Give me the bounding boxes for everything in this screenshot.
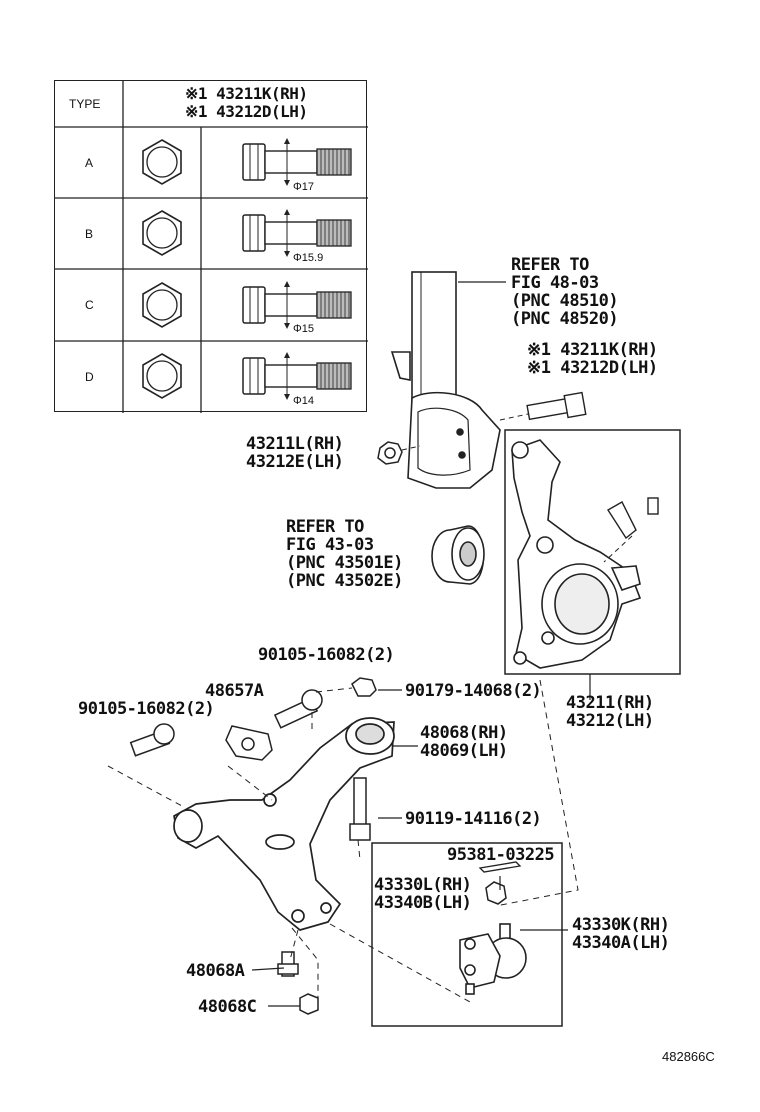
table-bolt-icon-b <box>242 208 352 258</box>
label-balljoint-nut-rh: 43330L(RH) <box>374 875 472 895</box>
table-header-part-rh: ※1 43211K(RH) <box>185 84 308 103</box>
nut-48068c-icon <box>299 993 319 1015</box>
label-knuckle-rh: 43211(RH) <box>566 693 654 713</box>
hub-bearing-icon <box>431 525 485 585</box>
arm-bolt-left-icon <box>129 723 175 757</box>
table-header-type: TYPE <box>69 97 101 111</box>
table-hex-icon-d <box>142 353 182 399</box>
assembly-lines <box>107 679 579 1003</box>
label-arm-rh: 48068(RH) <box>420 723 508 743</box>
table-hex-icon-b <box>142 210 182 256</box>
arm-vertical-bolt-icon <box>349 777 371 841</box>
leader-lines <box>251 689 568 1007</box>
abs-sensor-icon <box>607 497 659 540</box>
strut-nut-icon <box>377 441 403 465</box>
label-nut-lh: 43212E(LH) <box>246 452 344 472</box>
table-hex-icon-a <box>142 139 182 185</box>
table-row-diameter-a: Φ17 <box>293 181 315 193</box>
bracket-48657a-icon <box>225 725 273 761</box>
label-nut-rh: 43211L(RH) <box>246 434 344 454</box>
label-refer-strut-4: (PNC 48520) <box>511 309 619 329</box>
label-refer-strut-3: (PNC 48510) <box>511 291 619 311</box>
table-row-type-b: B <box>85 227 94 241</box>
lower-control-arm-illustration <box>173 717 395 931</box>
label-nut-48068c: 48068C <box>198 997 257 1017</box>
label-bushing-48068a: 48068A <box>186 961 245 981</box>
knuckle-bolt-icon <box>526 391 587 421</box>
label-nut-90179: 90179-14068(2) <box>405 681 542 701</box>
table-row-diameter-b: Φ15.9 <box>293 252 324 264</box>
knuckle-frame <box>504 429 681 675</box>
label-balljoint-lh: 43340A(LH) <box>572 933 670 953</box>
bushing-48068a-icon <box>277 951 299 977</box>
label-refer-strut-2: FIG 48-03 <box>511 273 599 293</box>
table-row-type-a: A <box>85 156 94 170</box>
label-balljoint-nut-lh: 43340B(LH) <box>374 893 472 913</box>
table-row-diameter-d: Φ14 <box>293 395 315 407</box>
label-bolt-90119: 90119-14116(2) <box>405 809 542 829</box>
table-bolt-icon-d <box>242 351 352 401</box>
table-header-part-lh: ※1 43212D(LH) <box>185 102 308 121</box>
label-knuckle-lh: 43212(LH) <box>566 711 654 731</box>
table-row-diameter-c: Φ15 <box>293 323 315 335</box>
cotter-pin-icon <box>478 861 522 873</box>
label-arm-lh: 48069(LH) <box>420 741 508 761</box>
label-bolt-rh: ※1 43211K(RH) <box>527 340 658 360</box>
strut-illustration <box>390 271 501 489</box>
label-bolt-90105-a: 90105-16082(2) <box>258 645 395 665</box>
label-bolt-90105-b: 90105-16082(2) <box>78 699 215 719</box>
table-bolt-icon-c <box>242 280 352 330</box>
table-grid <box>55 81 368 413</box>
label-bolt-lh: ※1 43212D(LH) <box>527 358 658 378</box>
label-refer-bearing-1: REFER TO <box>286 517 364 537</box>
label-pin-95381: 95381-03225 <box>447 845 555 865</box>
table-hex-icon-c <box>142 282 182 328</box>
arm-nut-icon <box>351 677 377 697</box>
label-refer-bearing-4: (PNC 43502E) <box>286 571 403 591</box>
ball-joint-frame <box>371 842 563 1027</box>
bolt-type-table: TYPE ※1 43211K(RH) ※1 43212D(LH) A B C D… <box>54 80 368 413</box>
label-refer-bearing-3: (PNC 43501E) <box>286 553 403 573</box>
label-balljoint-rh: 43330K(RH) <box>572 915 670 935</box>
table-bolt-icon-a <box>242 137 352 187</box>
arm-bolt-upper-icon <box>273 689 323 729</box>
label-refer-bearing-2: FIG 43-03 <box>286 535 374 555</box>
ball-joint-illustration <box>459 923 527 995</box>
ball-joint-nut-icon <box>485 881 507 905</box>
table-row-type-d: D <box>85 370 94 384</box>
table-row-type-c: C <box>85 298 94 312</box>
label-bracket-48657a: 48657A <box>205 681 264 701</box>
steering-knuckle-illustration <box>511 439 642 669</box>
label-refer-strut-1: REFER TO <box>511 255 589 275</box>
diagram-code: 482866C <box>662 1049 715 1064</box>
